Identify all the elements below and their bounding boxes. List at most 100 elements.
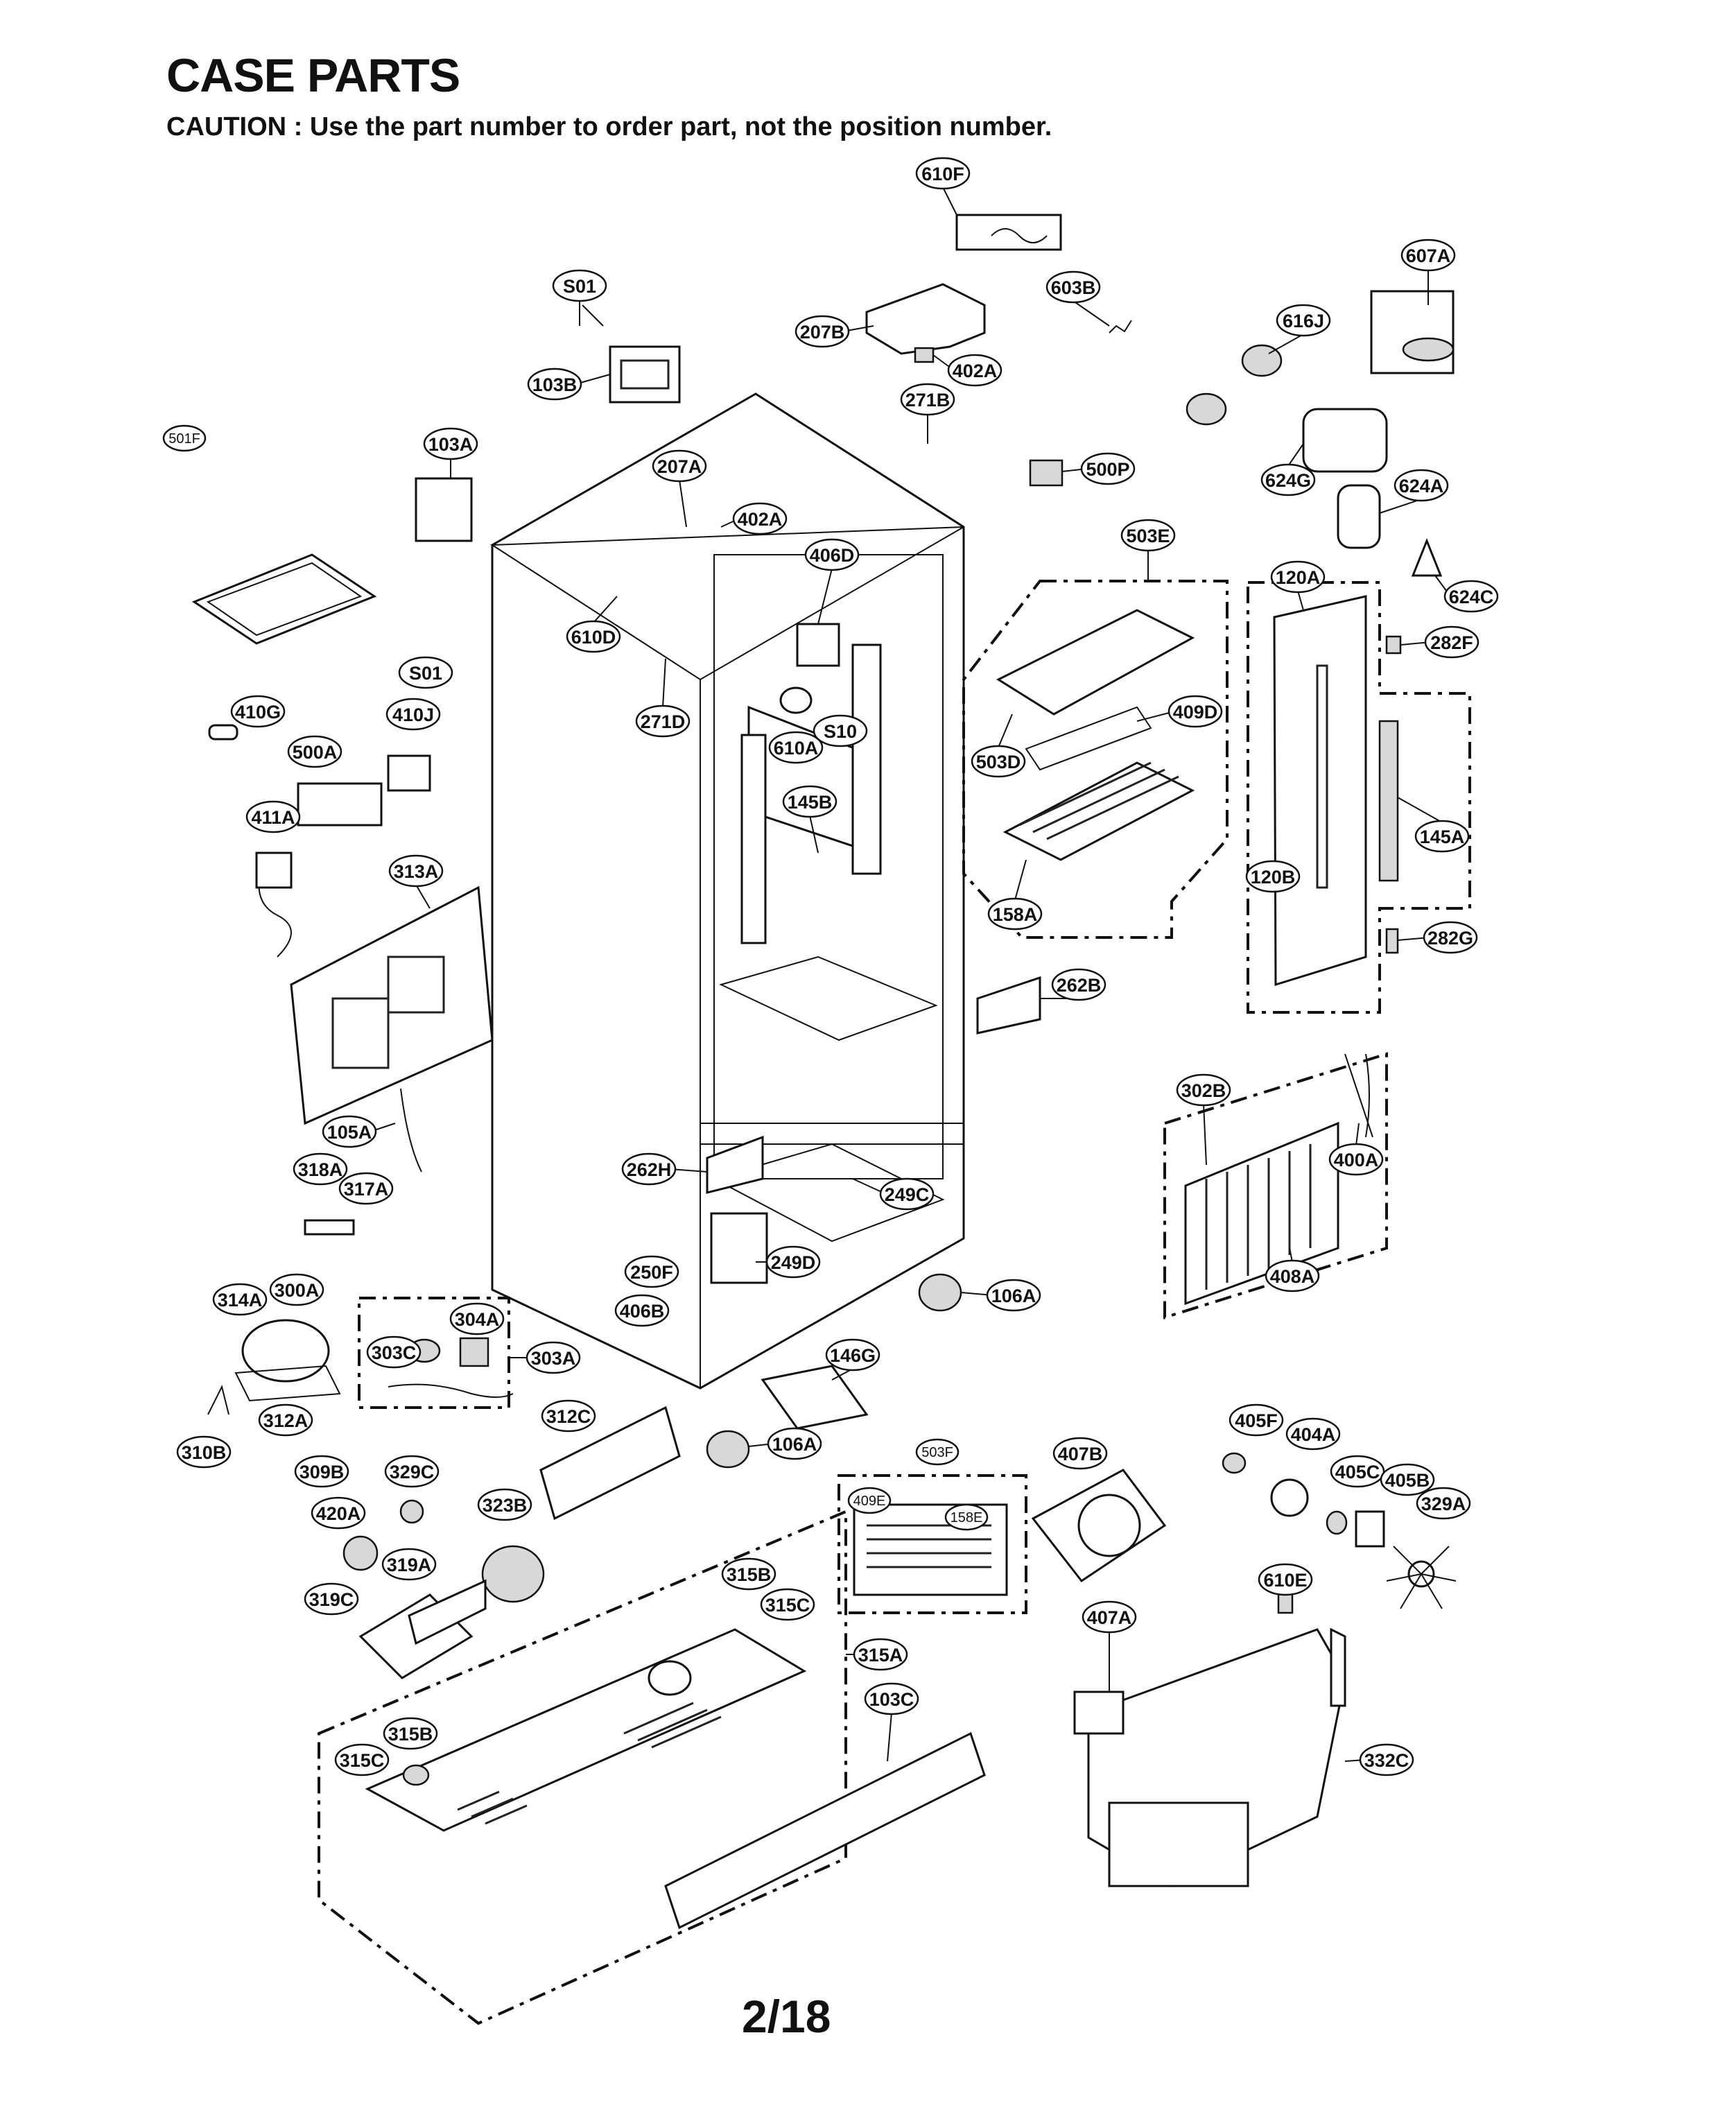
svg-text:624G: 624G	[1265, 470, 1311, 491]
callout-407b: 407B	[1052, 1437, 1108, 1470]
callout-304a: 304A	[449, 1302, 505, 1335]
svg-text:312C: 312C	[546, 1406, 591, 1427]
svg-text:314A: 314A	[218, 1290, 263, 1311]
callout-315b: 315B	[383, 1717, 438, 1750]
svg-text:607A: 607A	[1406, 245, 1451, 266]
svg-text:329C: 329C	[390, 1462, 435, 1482]
callout-420a: 420A	[311, 1496, 366, 1530]
callout-s01: S01	[398, 656, 453, 689]
callout-249c: 249C	[879, 1177, 935, 1211]
page-title: CASE PARTS	[166, 49, 460, 102]
callout-411a: 411A	[245, 800, 301, 833]
callout-407a: 407A	[1082, 1600, 1137, 1634]
callout-616j: 616J	[1276, 304, 1331, 337]
callout-303c: 303C	[366, 1335, 422, 1369]
drawer-rail-parts	[539, 623, 1041, 1521]
svg-text:409E: 409E	[853, 1494, 886, 1509]
svg-text:610E: 610E	[1263, 1570, 1307, 1591]
svg-text:410J: 410J	[392, 704, 434, 725]
svg-text:329A: 329A	[1421, 1494, 1466, 1514]
callout-300a: 300A	[269, 1273, 324, 1306]
svg-text:315B: 315B	[727, 1564, 772, 1585]
svg-text:304A: 304A	[455, 1309, 500, 1330]
svg-text:402A: 402A	[953, 361, 998, 381]
callout-402a: 402A	[732, 502, 788, 535]
svg-text:406B: 406B	[620, 1301, 665, 1322]
callout-503f: 503F	[915, 1438, 960, 1466]
callout-603b: 603B	[1045, 270, 1101, 304]
svg-text:310B: 310B	[182, 1442, 227, 1463]
callout-624g: 624G	[1260, 463, 1316, 496]
callout-271b: 271B	[900, 383, 955, 416]
callout-282g: 282G	[1423, 921, 1478, 954]
svg-text:145B: 145B	[788, 792, 833, 813]
left-parts	[191, 477, 494, 1236]
callout-405b: 405B	[1380, 1463, 1435, 1496]
svg-text:315C: 315C	[765, 1595, 810, 1616]
svg-text:120B: 120B	[1251, 867, 1296, 888]
svg-text:410G: 410G	[235, 702, 281, 723]
svg-text:105A: 105A	[327, 1122, 372, 1143]
svg-text:501F: 501F	[168, 431, 200, 447]
svg-text:315A: 315A	[858, 1645, 903, 1666]
callout-319a: 319A	[381, 1548, 437, 1581]
callout-313a: 313A	[388, 854, 444, 888]
callout-409e: 409E	[847, 1487, 892, 1514]
svg-text:103A: 103A	[428, 434, 474, 455]
svg-text:207B: 207B	[800, 322, 845, 343]
svg-text:313A: 313A	[394, 861, 439, 882]
svg-text:406D: 406D	[810, 545, 855, 566]
svg-text:616J: 616J	[1283, 311, 1324, 331]
svg-text:158E: 158E	[951, 1510, 983, 1525]
callout-314a: 314A	[212, 1283, 268, 1316]
callout-302b: 302B	[1176, 1073, 1231, 1107]
top-parts	[582, 214, 1455, 577]
fan-blade	[1386, 1546, 1457, 1609]
svg-text:603B: 603B	[1051, 277, 1096, 298]
svg-text:303C: 303C	[372, 1342, 417, 1363]
svg-text:271B: 271B	[905, 390, 951, 410]
callout-282f: 282F	[1424, 625, 1479, 659]
svg-text:312A: 312A	[263, 1410, 309, 1431]
callout-503e: 503E	[1120, 519, 1176, 552]
callout-207b: 207B	[795, 315, 850, 348]
callout-503d: 503D	[971, 745, 1026, 778]
svg-text:250F: 250F	[630, 1262, 673, 1283]
callout-103c: 103C	[864, 1682, 919, 1715]
svg-text:407A: 407A	[1087, 1607, 1132, 1628]
callout-624a: 624A	[1394, 469, 1449, 502]
svg-text:207A: 207A	[657, 456, 702, 477]
svg-text:405C: 405C	[1335, 1462, 1380, 1482]
air-duct-group	[1247, 581, 1471, 1014]
svg-text:317A: 317A	[344, 1179, 389, 1200]
callout-103a: 103A	[423, 427, 478, 460]
callout-312c: 312C	[541, 1399, 596, 1433]
svg-text:300A: 300A	[275, 1280, 320, 1301]
callout-406b: 406B	[614, 1294, 670, 1327]
callout-409d: 409D	[1168, 695, 1223, 728]
svg-text:315C: 315C	[340, 1750, 385, 1771]
svg-text:323B: 323B	[483, 1495, 528, 1516]
callout-207a: 207A	[652, 449, 707, 483]
svg-text:407B: 407B	[1058, 1444, 1103, 1464]
svg-text:262H: 262H	[627, 1159, 672, 1180]
caution-note: CAUTION : Use the part number to order p…	[166, 112, 1052, 141]
base-cover	[318, 1509, 847, 2025]
svg-text:332C: 332C	[1364, 1750, 1409, 1771]
callout-500p: 500P	[1080, 452, 1136, 485]
callout-332c: 332C	[1359, 1743, 1414, 1776]
callout-500a: 500A	[287, 735, 342, 768]
callout-405f: 405F	[1229, 1403, 1284, 1437]
callout-145b: 145B	[782, 785, 837, 818]
svg-text:500P: 500P	[1086, 459, 1129, 480]
svg-text:S01: S01	[409, 663, 442, 684]
svg-text:503D: 503D	[976, 752, 1021, 772]
callout-317a: 317A	[338, 1172, 394, 1205]
svg-text:610F: 610F	[921, 164, 964, 184]
svg-text:404A: 404A	[1291, 1424, 1336, 1445]
svg-text:318A: 318A	[298, 1159, 343, 1180]
svg-text:610D: 610D	[571, 627, 616, 648]
callout-610a: 610A	[768, 731, 824, 764]
svg-text:319C: 319C	[309, 1589, 354, 1610]
